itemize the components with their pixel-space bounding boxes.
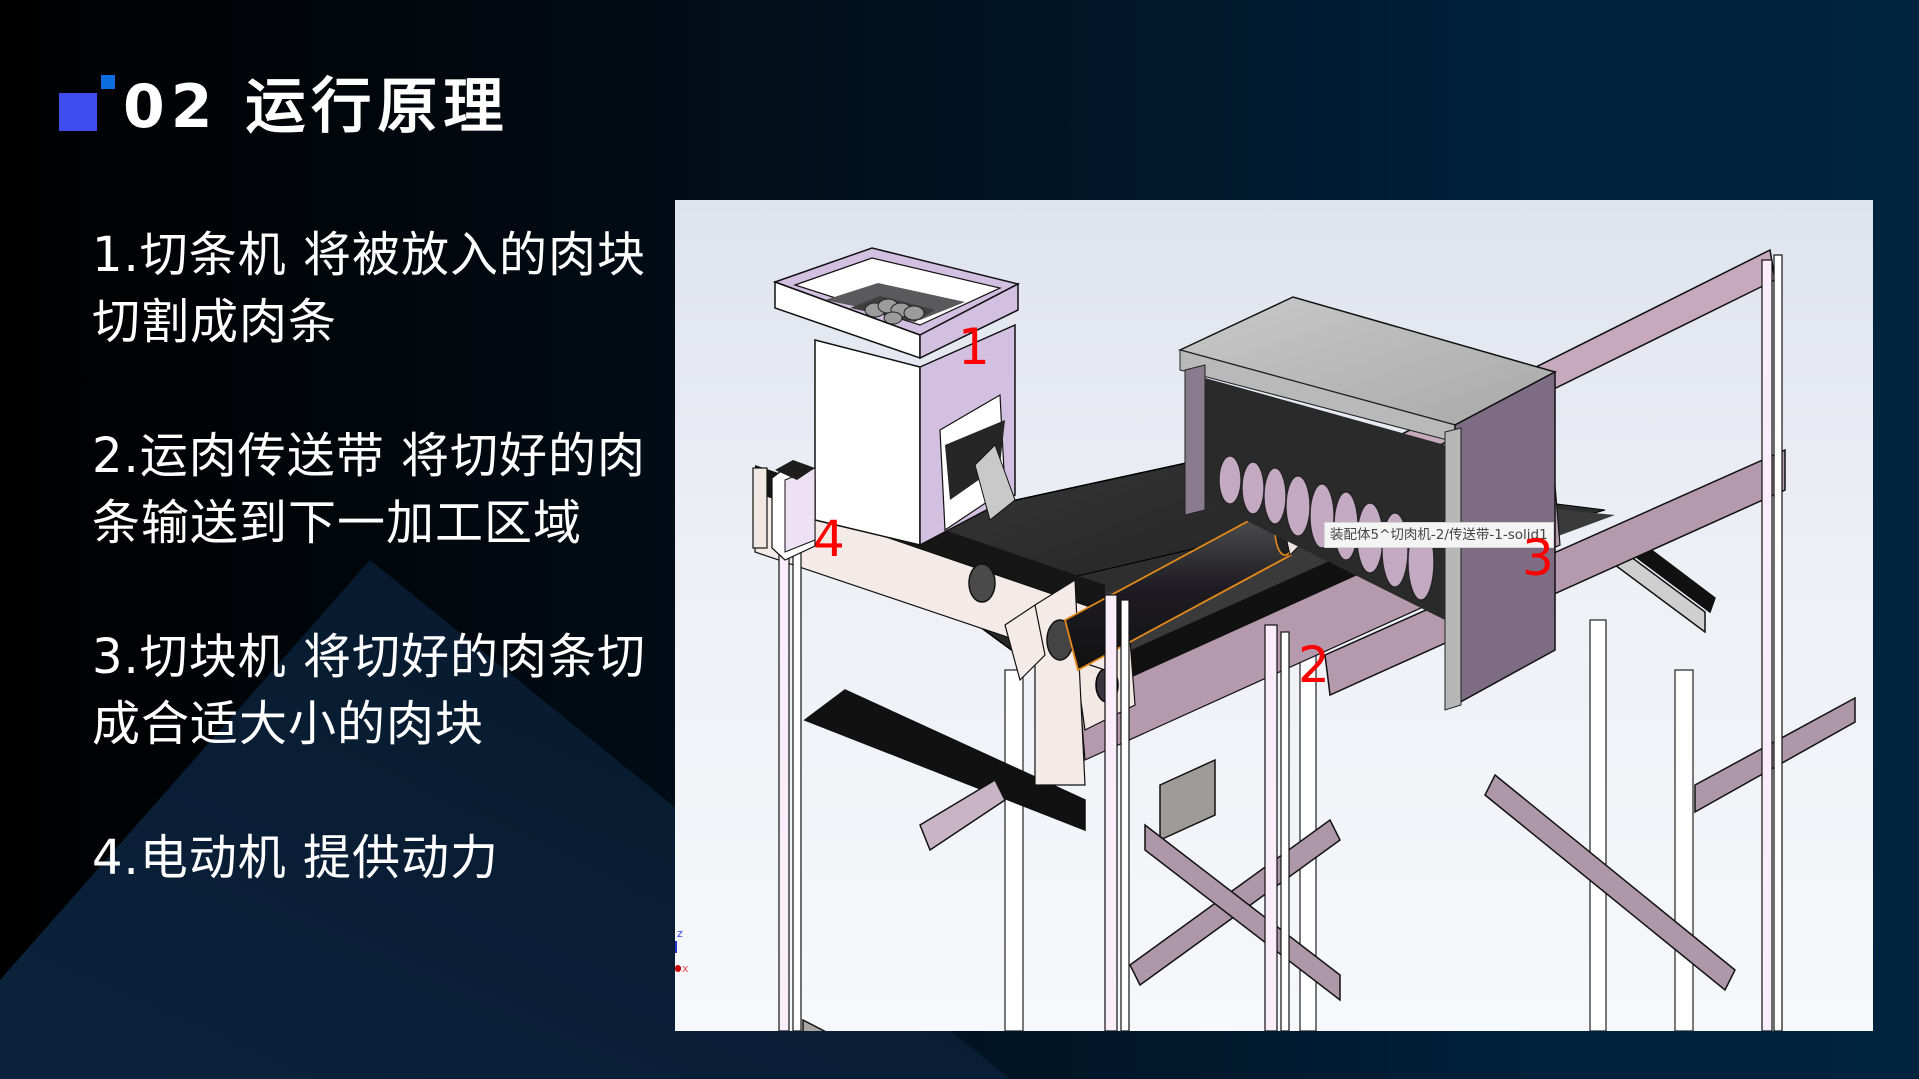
axis-z-line — [675, 941, 677, 953]
principle-list: 1.切条机 将被放入的肉块切割成肉条 2.运肉传送带 将切好的肉条输送到下一加工… — [92, 222, 672, 892]
page-title: 02 运行原理 — [123, 72, 510, 142]
title-accent-small-square — [101, 75, 115, 89]
title-accent-large-square — [59, 93, 97, 131]
callout-1: 1 — [958, 318, 990, 376]
principle-item-1: 1.切条机 将被放入的肉块切割成肉条 — [92, 227, 647, 350]
axis-triad: z x — [675, 925, 705, 975]
callout-4: 4 — [813, 510, 845, 568]
axis-z-label: z — [677, 927, 683, 940]
part-tooltip: 装配体5^切肉机-2/传送带-1-solid1 — [1324, 522, 1554, 548]
cad-model-image: 1 4 2 装配体5^切肉机-2/传送带-1-solid1 3 z x — [675, 200, 1873, 1031]
principle-item-2: 2.运肉传送带 将切好的肉条输送到下一加工区域 — [92, 428, 647, 551]
axis-origin-dot — [675, 965, 681, 972]
meat-cutter-assembly-drawing — [752, 247, 1856, 1031]
axis-x-label: x — [682, 962, 689, 975]
callout-2: 2 — [1298, 636, 1330, 694]
principle-item-4: 4.电动机 提供动力 — [92, 830, 500, 886]
principle-item-3: 3.切块机 将切好的肉条切成合适大小的肉块 — [92, 629, 647, 752]
callout-3: 3 — [1522, 529, 1554, 587]
